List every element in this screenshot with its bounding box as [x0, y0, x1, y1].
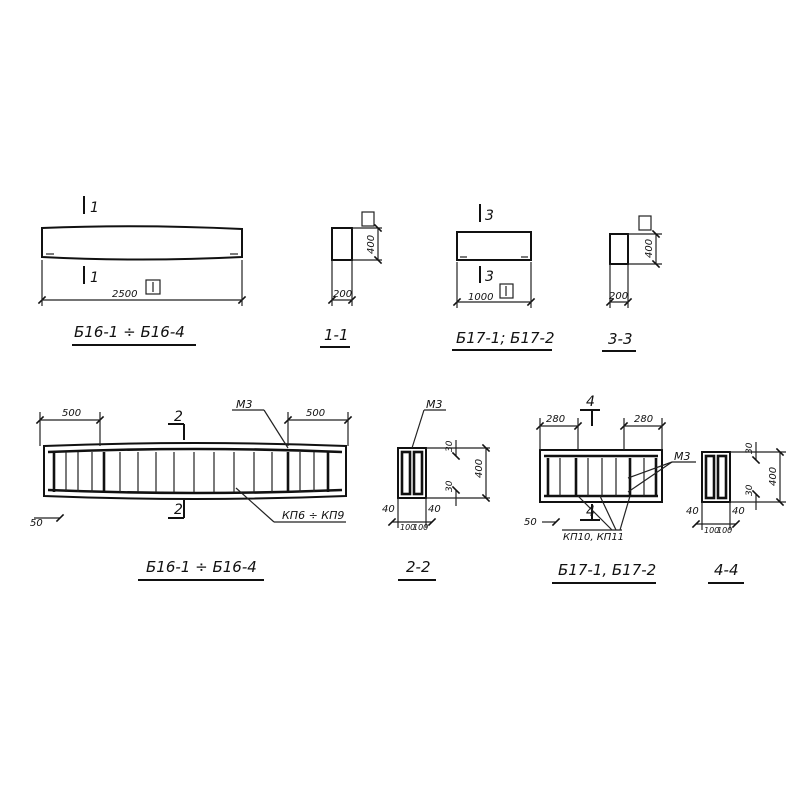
b16-cut-label-bottom: 2: [174, 502, 183, 518]
b17-mesh-leader-2: [627, 461, 673, 493]
b17-beam-outline: [456, 231, 532, 261]
b16-frames-label: КП6 ÷ КП9: [282, 509, 344, 522]
section-2-2-spacing-right: 100: [413, 523, 428, 532]
b16-mesh-leader: [263, 409, 289, 449]
section-4-4-height: 400: [768, 467, 779, 486]
b16-rebar-beam-outline: [43, 442, 347, 500]
section-4-4-title: 4-4: [714, 561, 739, 579]
b16-length-label: 2500: [112, 289, 137, 300]
b17-frames-label: КП10, КП11: [563, 532, 624, 543]
section-3-3: 400 200 3-3: [602, 215, 662, 352]
b17-cut-label-bottom: 4: [586, 504, 595, 520]
section-2-2-mesh-label: М3: [426, 398, 443, 411]
section-3-3-mark-box: [638, 215, 652, 231]
section-2-2-cover-bottom: 30: [445, 480, 455, 492]
b16-stirrups: [52, 452, 330, 492]
section-3-3-width: 200: [609, 291, 628, 302]
section-3-3-height: 400: [644, 239, 655, 258]
b17-stirrups: [546, 458, 658, 496]
b16-end-zone-right: 500: [306, 408, 325, 419]
b16-mesh-label: М3: [236, 398, 253, 411]
section-2-2-mesh-leader: [411, 409, 425, 449]
section-1-1-mark-box: [361, 211, 375, 227]
section-4-4-spacing-left: 100: [704, 526, 719, 535]
b16-mark-box: [145, 279, 161, 295]
section-4-4-frame-right: [716, 454, 728, 500]
section-1-1: 400 200 1-1: [320, 211, 383, 348]
b17-cover: 50: [524, 517, 537, 528]
section-2-2-edge-right: 40: [428, 504, 441, 515]
b16-top-bar: [47, 447, 343, 454]
b16-cut-label-top: 2: [174, 409, 183, 425]
b17-end-zone-right: 280: [634, 414, 653, 425]
b16-cut-label-bottom: 1: [90, 270, 99, 286]
section-4-4-spacing-right: 100: [717, 526, 732, 535]
section-1-1-height: 400: [366, 235, 377, 254]
section-1-1-title: 1-1: [324, 326, 349, 344]
section-2-2-height: 400: [474, 459, 485, 478]
section-2-2-edge-left: 40: [382, 504, 395, 515]
section-2-2-title: 2-2: [406, 558, 431, 576]
b16-bottom-bar: [47, 488, 343, 495]
b16-reinforcement: 500 500 50 2 2 М3 КП6 ÷ КП9 Б16-1 ÷ Б16-…: [30, 398, 353, 581]
b16-rebar-title: Б16-1 ÷ Б16-4: [146, 558, 257, 576]
b16-beam-outline: [41, 225, 243, 261]
b17-end-zone-left: 280: [546, 414, 565, 425]
b17-rebar-title: Б17-1, Б17-2: [558, 561, 656, 579]
section-4-4-cover-bottom: 30: [745, 484, 755, 496]
section-3-3-outline: [609, 233, 629, 265]
b16-elevation: 1 1 2500 Б16-1 ÷ Б16-4: [37, 196, 247, 346]
section-4-4: 400 30 30 40 40 100 100 4-4: [686, 442, 786, 584]
b17-frames-leader-2: [599, 495, 617, 531]
b16-cut-label-top: 1: [90, 200, 99, 216]
section-2-2-spacing-left: 100: [400, 523, 415, 532]
section-2-2-frame-right: [412, 450, 424, 496]
section-2-2-frame-left: [400, 450, 412, 496]
b17-cut-label-top: 3: [485, 208, 494, 224]
b17-frames-leader-1: [577, 495, 613, 531]
section-1-1-outline: [331, 227, 353, 261]
b16-title: Б16-1 ÷ Б16-4: [74, 323, 185, 341]
b17-elevation: 3 3 1000 Б17-1; Б17-2: [452, 204, 555, 351]
section-4-4-edge-left: 40: [686, 506, 699, 517]
b17-title: Б17-1; Б17-2: [456, 329, 555, 347]
section-4-4-frame-left: [704, 454, 716, 500]
section-1-1-width: 200: [333, 289, 352, 300]
section-2-2: М3 400 30 30 40 40 100 100 2-2: [382, 398, 491, 581]
b16-end-zone-left: 500: [62, 408, 81, 419]
b17-reinforcement: 280 280 4 4 50 М3 КП10, КП11 Б17-1, Б17-…: [524, 394, 696, 584]
b17-cut-label-bottom: 3: [485, 269, 494, 285]
b17-mesh-leader-1: [627, 461, 673, 479]
section-4-4-outline: [701, 451, 731, 503]
b17-frames-leader-3: [619, 495, 631, 531]
b16-cover: 50: [30, 518, 43, 529]
b17-mesh-label: М3: [674, 450, 691, 463]
b17-length-label: 1000: [468, 292, 493, 303]
section-2-2-cover-top: 30: [445, 440, 455, 452]
section-3-3-title: 3-3: [608, 330, 633, 348]
b17-cut-label-top: 4: [586, 394, 595, 410]
b17-rebar-beam-outline: [539, 449, 663, 503]
section-4-4-cover-top: 30: [745, 442, 755, 454]
b16-frames-leader: [235, 487, 275, 523]
section-4-4-edge-right: 40: [732, 506, 745, 517]
b17-mark-box: [499, 283, 514, 299]
